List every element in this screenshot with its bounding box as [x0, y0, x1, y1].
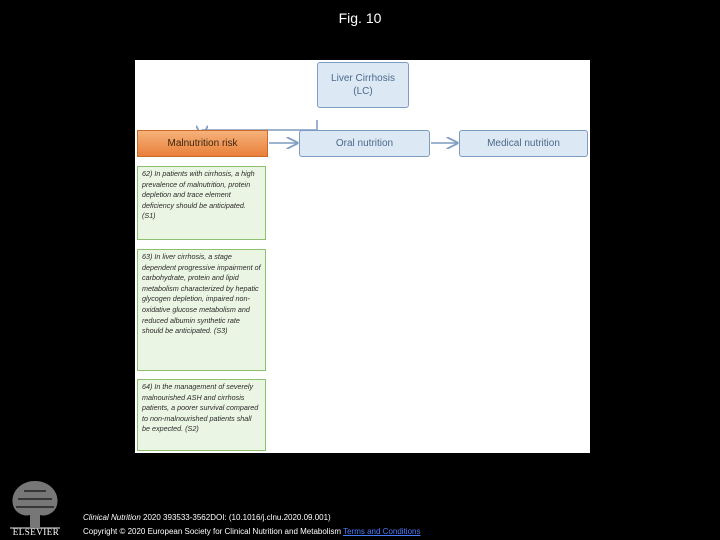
recommendation-63-box: 63) In liver cirrhosis, a stage dependen…	[137, 249, 266, 371]
medical-nutrition-box: Medical nutrition	[459, 130, 588, 157]
recommendation-62-box: 62) In patients with cirrhosis, a high p…	[137, 166, 266, 240]
recommendation-62-text: 62) In patients with cirrhosis, a high p…	[142, 169, 255, 221]
medical-nutrition-label: Medical nutrition	[487, 138, 560, 149]
journal-name: Clinical Nutrition	[83, 513, 141, 522]
oral-nutrition-label: Oral nutrition	[335, 138, 394, 149]
publisher-name: ELSEVIER	[12, 527, 60, 537]
citation-text: 2020 393533-3562DOI: (10.1016/j.clnu.202…	[140, 513, 331, 522]
liver-cirrhosis-box: Liver Cirrhosis (LC)	[317, 62, 409, 108]
malnutrition-risk-label: Malnutrition risk	[167, 138, 238, 149]
recommendation-63-text: 63) In liver cirrhosis, a stage dependen…	[142, 252, 261, 336]
figure-title: Fig. 10	[338, 10, 382, 26]
elsevier-tree-logo	[6, 477, 64, 537]
recommendation-64-box: 64) In the management of severely malnou…	[137, 379, 266, 451]
copyright-line: Copyright © 2020 European Society for Cl…	[83, 527, 420, 536]
citation-line: Clinical Nutrition 2020 393533-3562DOI: …	[83, 513, 331, 522]
recommendation-64-text: 64) In the management of severely malnou…	[142, 382, 259, 434]
terms-link[interactable]: Terms and Conditions	[343, 527, 421, 536]
malnutrition-risk-box: Malnutrition risk	[137, 130, 268, 157]
oral-nutrition-box: Oral nutrition	[299, 130, 430, 157]
diagram-panel: Liver Cirrhosis (LC) Malnutrition risk O…	[135, 60, 590, 453]
liver-cirrhosis-label: Liver Cirrhosis (LC)	[331, 73, 395, 97]
copyright-text: Copyright © 2020 European Society for Cl…	[83, 527, 344, 536]
